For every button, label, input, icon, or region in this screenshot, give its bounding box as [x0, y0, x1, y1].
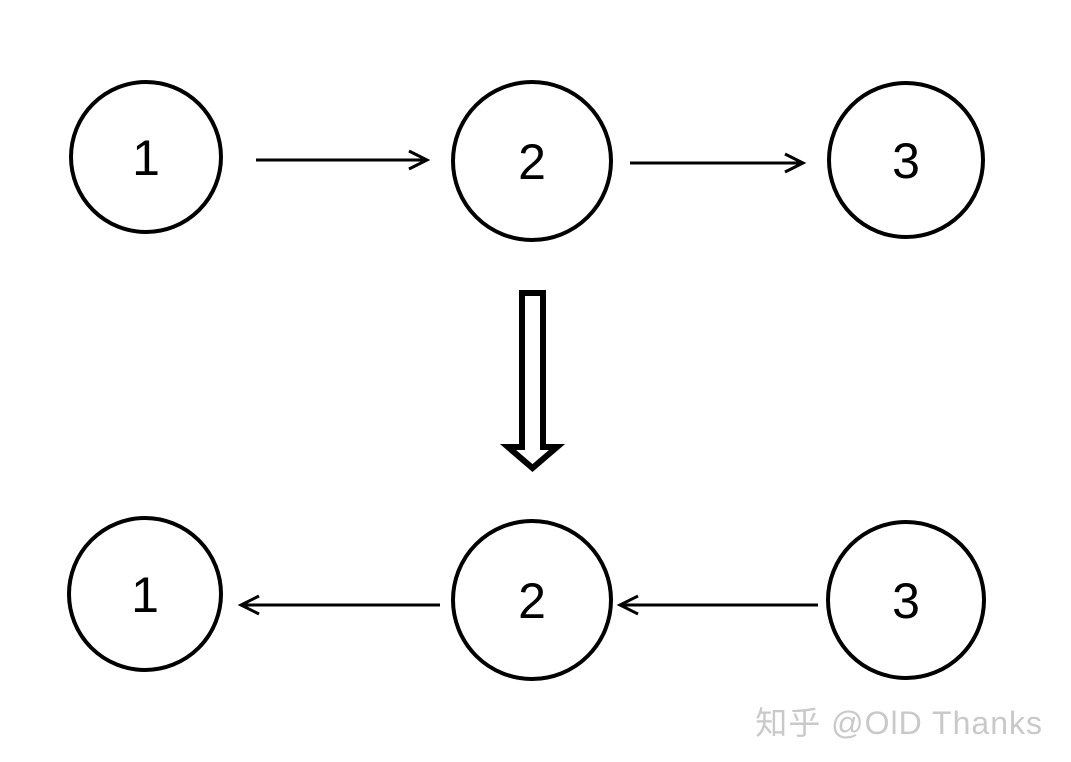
row-before: 1 2 3 — [69, 80, 985, 242]
node-label-bottom-1: 1 — [131, 567, 159, 623]
row-after: 1 2 3 — [67, 516, 986, 681]
node-circle-top-1 — [69, 80, 223, 234]
watermark: 知乎 @OlD Thanks — [755, 705, 1043, 741]
node-label-bottom-2: 2 — [518, 573, 546, 629]
arrow-left-icon — [237, 594, 260, 616]
arrow-right-icon — [784, 152, 807, 174]
node-label-top-3: 3 — [892, 133, 920, 189]
node-label-top-2: 2 — [518, 134, 546, 190]
node-label-bottom-3: 3 — [892, 573, 920, 629]
arrow-2-to-1 — [237, 594, 440, 616]
node-circle-top-2 — [451, 80, 613, 242]
big-down-arrow-icon — [499, 290, 566, 472]
arrow-2-to-3 — [630, 152, 807, 174]
arrow-3-to-2 — [616, 594, 818, 616]
arrow-left-icon — [616, 594, 639, 616]
node-circle-bottom-3 — [826, 520, 986, 680]
node-circle-bottom-2 — [451, 519, 613, 681]
node-circle-top-3 — [827, 81, 985, 239]
node-label-top-1: 1 — [132, 130, 160, 186]
arrow-1-to-2 — [256, 149, 431, 171]
arrow-right-icon — [408, 149, 431, 171]
node-circle-bottom-1 — [67, 516, 223, 672]
